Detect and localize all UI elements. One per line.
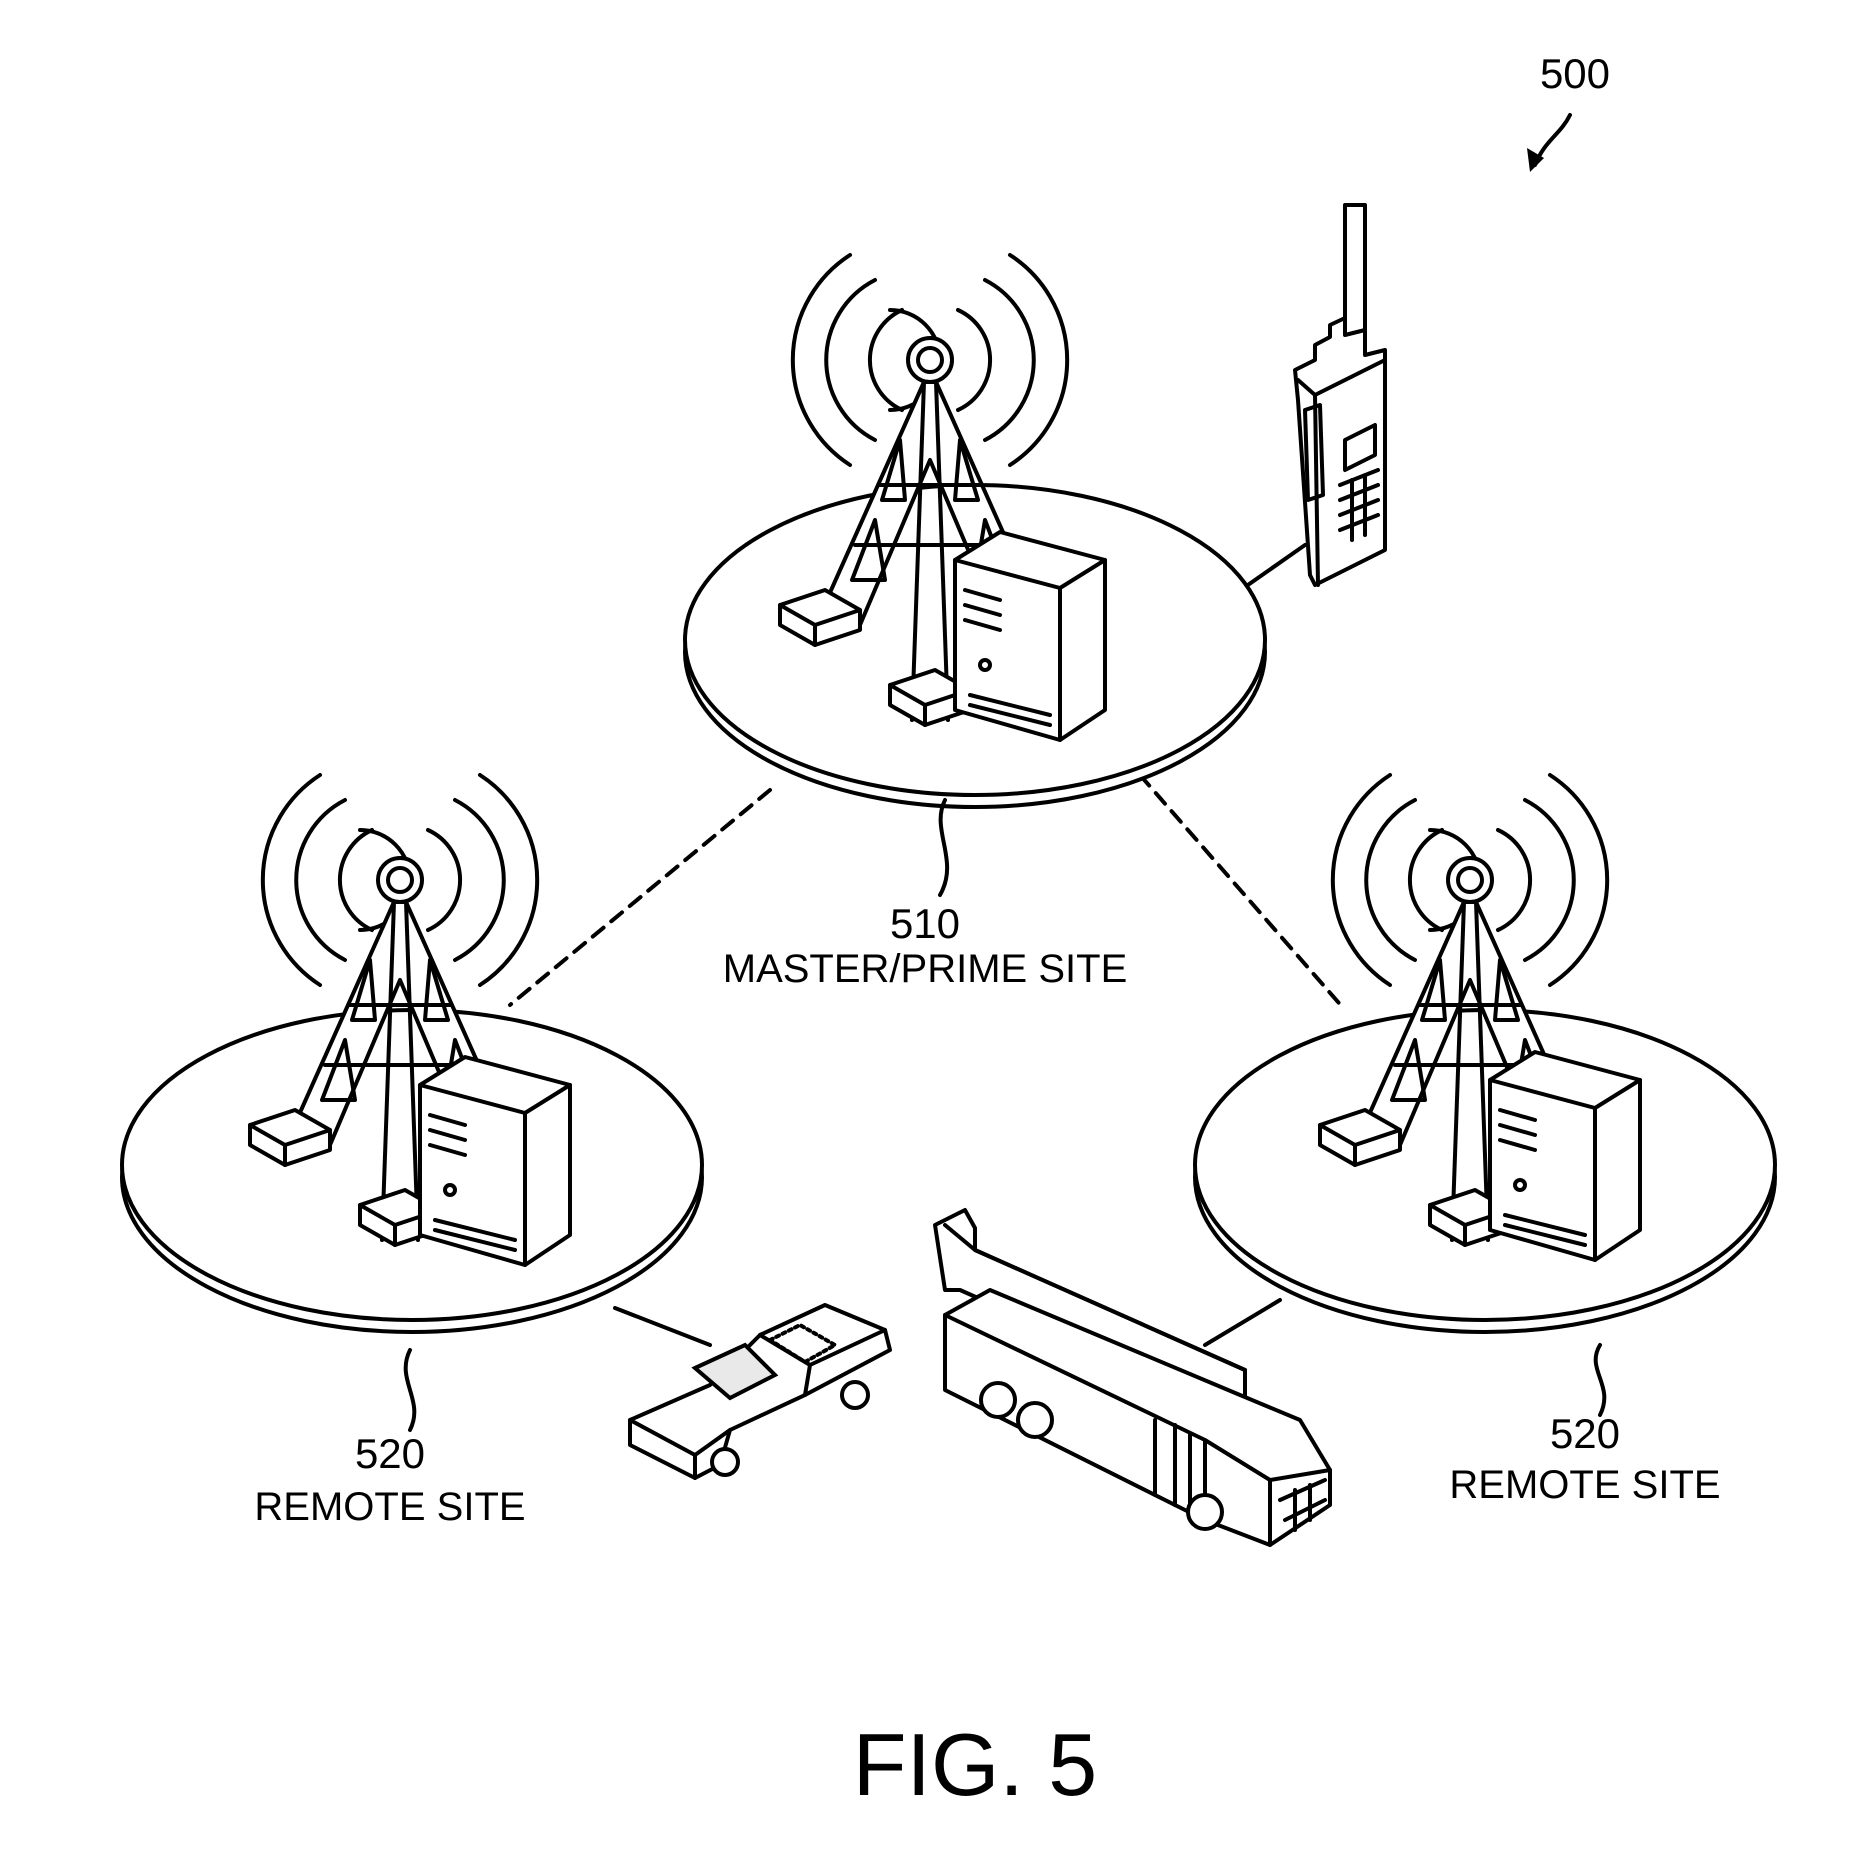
figure-ref-number: 500 (1540, 50, 1610, 97)
remote-right-server-icon (1490, 1052, 1640, 1260)
remote-left-server-icon (420, 1057, 570, 1265)
ref-leader-520-left (406, 1350, 415, 1430)
handheld-radio-icon (1295, 205, 1385, 585)
master-site-ref: 510 (890, 900, 960, 947)
figure-caption: FIG. 5 (853, 1715, 1098, 1814)
link-left-car (615, 1308, 710, 1345)
remote-right-label: REMOTE SITE (1449, 1463, 1720, 1507)
remote-left-ref: 520 (355, 1430, 425, 1477)
remote-right-ref: 520 (1550, 1410, 1620, 1457)
link-right-firetruck (1205, 1300, 1280, 1345)
master-server-icon (955, 532, 1105, 740)
master-site-label: MASTER/PRIME SITE (723, 947, 1128, 991)
link-master-right (1140, 775, 1345, 1010)
remote-left-label: REMOTE SITE (254, 1485, 525, 1529)
ref-leader-510 (940, 800, 947, 895)
ref-leader-520-right (1596, 1345, 1605, 1415)
